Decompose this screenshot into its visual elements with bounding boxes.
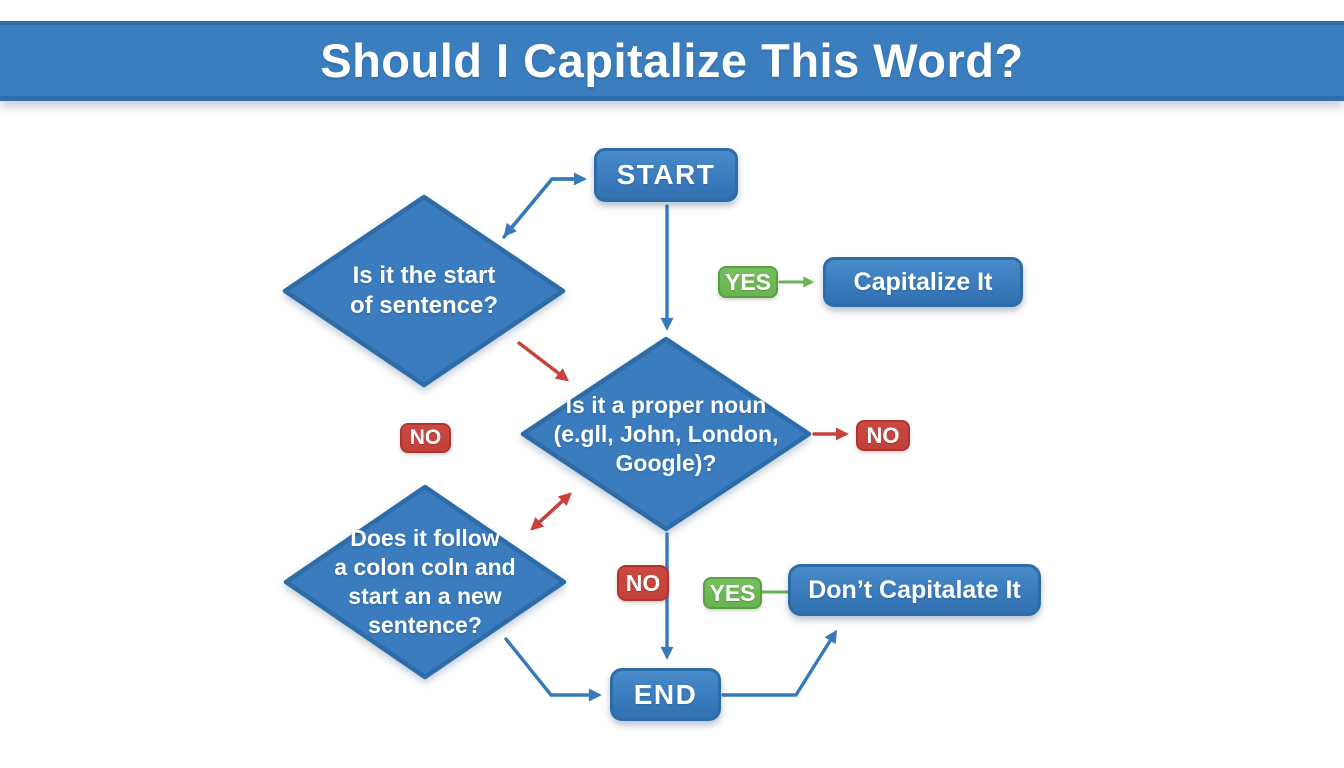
- yes-badge-bottom: YES: [703, 577, 762, 609]
- arrow-diamond3-to-end: [504, 637, 602, 702]
- no-badge-left-label: NO: [409, 426, 442, 449]
- no-badge-right-label: NO: [866, 422, 900, 448]
- decision-diamond-proper-noun: [520, 336, 812, 532]
- yes-badge-top-label: YES: [724, 268, 772, 295]
- capitalize-it-label: Capitalize It: [853, 267, 993, 296]
- no-badge-bottom: NO: [617, 565, 669, 601]
- dont-capitalize-node: Don’t Capitalate It: [788, 564, 1041, 616]
- end-node-label: END: [633, 678, 698, 710]
- no-badge-bottom-label: NO: [625, 569, 661, 596]
- start-node-label: START: [616, 159, 716, 190]
- decision-diamond-colon: [283, 484, 567, 680]
- decision-diamond-sentence-start: [282, 194, 566, 388]
- dont-capitalize-label: Don’t Capitalate It: [808, 575, 1021, 604]
- start-node: START: [594, 148, 738, 202]
- no-badge-left: NO: [400, 423, 451, 453]
- yes-badge-bottom-label: YES: [709, 579, 756, 606]
- arrow-end-to-dont-box: [721, 629, 838, 697]
- yes-badge-top: YES: [718, 266, 778, 298]
- capitalize-it-node: Capitalize It: [823, 257, 1023, 307]
- arrow-start-to-diamond1: [503, 177, 585, 237]
- arrow-diamond3-to-diamond2: [531, 492, 572, 530]
- no-badge-right: NO: [856, 420, 910, 451]
- arrow-diamond1-to-diamond2: [517, 341, 570, 382]
- page-title: Should I Capitalize This Word?: [320, 34, 1024, 87]
- header-banner: Should I Capitalize This Word?: [0, 21, 1344, 101]
- end-node: END: [610, 668, 721, 721]
